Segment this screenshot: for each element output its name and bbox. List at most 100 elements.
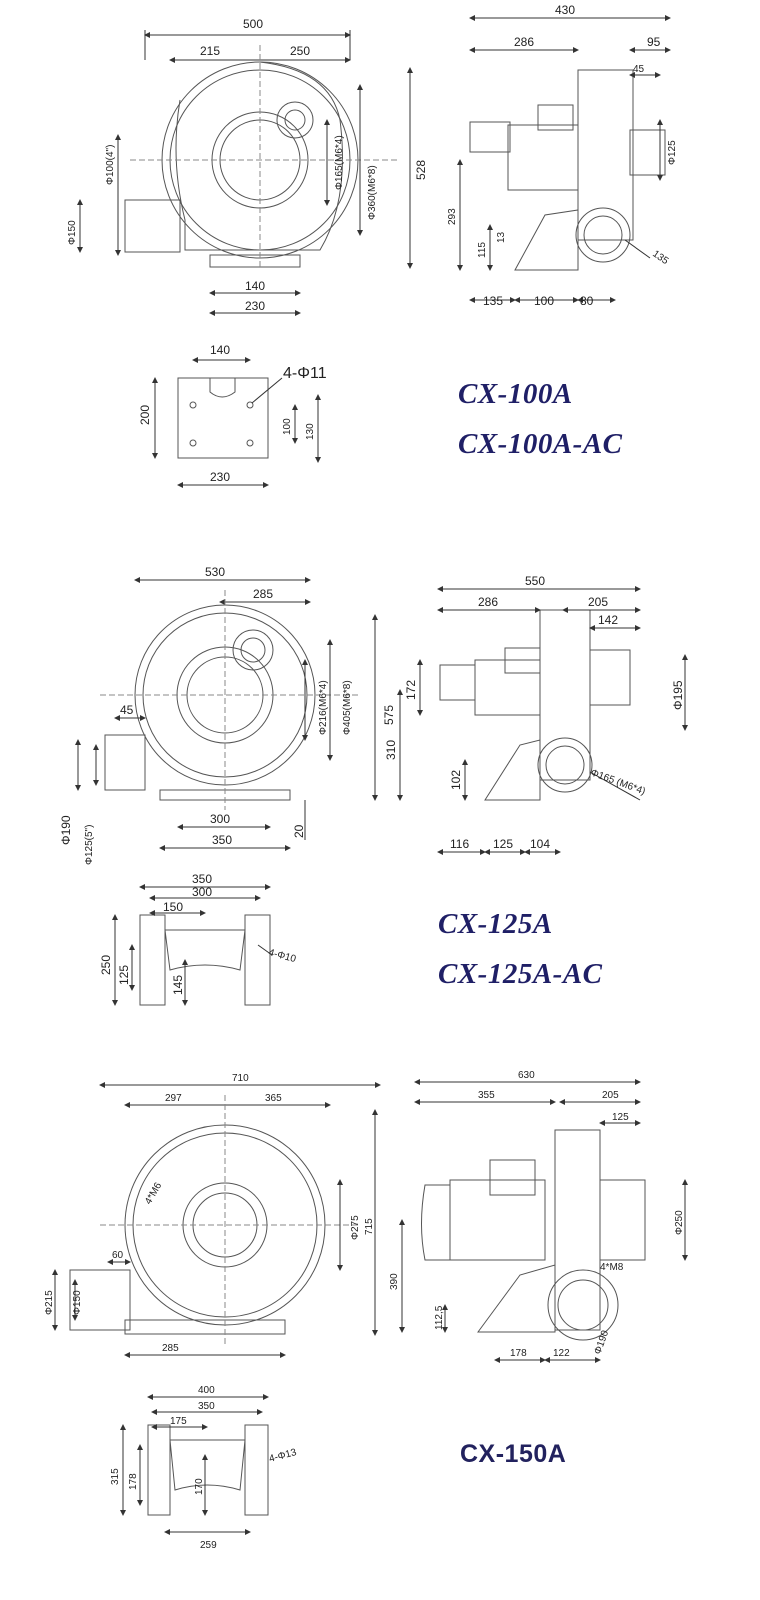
- dim-cx125-d125: Φ125(5"): [84, 825, 95, 865]
- dim-cx125-w142: 142: [598, 613, 618, 627]
- dim-cx100-w95: 95: [647, 35, 661, 49]
- dim-cx125-w286: 286: [478, 595, 498, 609]
- dim-cx100-w430: 430: [555, 3, 575, 17]
- cx100-side-view: [457, 15, 671, 303]
- cx150-front-view: [52, 1082, 381, 1358]
- model-label-cx125a-ac: CX-125A-AC: [438, 958, 603, 990]
- dim-cx100-h293: 293: [447, 208, 458, 225]
- dim-cx125-w550: 550: [525, 574, 545, 588]
- dim-cx150-b122: 122: [553, 1348, 570, 1359]
- dim-cx100-r135: 135: [650, 248, 670, 267]
- dim-cx100-b230: 230: [245, 299, 265, 313]
- dim-cx150-w297: 297: [165, 1093, 182, 1104]
- dim-cx125-d195: Φ195: [671, 680, 685, 710]
- dim-cx125-w285: 285: [253, 587, 273, 601]
- dim-cx150-h112: 112,5: [434, 1305, 445, 1330]
- dim-cx150-w125: 125: [612, 1112, 629, 1123]
- dim-cx125-h310: 310: [384, 740, 398, 760]
- dim-cx100-w250: 250: [290, 44, 310, 58]
- dim-cx125-base-w300: 300: [192, 885, 212, 899]
- dim-cx125-base-h145: 145: [171, 975, 185, 995]
- cx100-base-view: [152, 357, 321, 488]
- dim-cx150-w60: 60: [112, 1250, 124, 1261]
- dim-cx150-d250: Φ250: [674, 1210, 685, 1235]
- dim-cx125-base-w350: 350: [192, 872, 212, 886]
- dim-cx125-h172: 172: [404, 680, 418, 700]
- cx150-side-view: [399, 1079, 688, 1363]
- dim-cx100-b135: 135: [483, 294, 503, 308]
- dim-cx150-w205: 205: [602, 1090, 619, 1101]
- dim-cx100-w500: 500: [243, 17, 263, 31]
- dim-cx125-base-w150: 150: [163, 900, 183, 914]
- cx125-side-view: [397, 586, 688, 855]
- dim-cx100-b100: 100: [534, 294, 554, 308]
- dim-cx100-h115: 115: [477, 242, 488, 258]
- dim-cx125-b300: 300: [210, 812, 230, 826]
- cx125-front-dimensions: 530 285 Φ216(M6*4) Φ405(M6*8) 575 45 Φ19…: [59, 565, 396, 865]
- dim-cx125-w45: 45: [120, 703, 134, 717]
- dim-cx150-h390: 390: [389, 1273, 400, 1290]
- dim-cx125-base-holes: 4-Φ10: [267, 947, 297, 965]
- cx125-front-view: [75, 577, 378, 851]
- dim-cx125-h575: 575: [382, 705, 396, 725]
- dim-cx125-b350: 350: [212, 833, 232, 847]
- dim-cx150-d190: Φ190: [592, 1329, 611, 1356]
- dim-cx150-w365: 365: [265, 1093, 282, 1104]
- dim-cx100-base-h200: 200: [138, 405, 152, 425]
- cx150-front-dimensions: 710 297 365 4*M6 Φ275 715 60 Φ215 Φ150 2…: [44, 1073, 375, 1354]
- dim-cx150-b285: 285: [162, 1343, 179, 1354]
- cx100-front-view: [77, 30, 413, 316]
- dim-cx100-h13: 13: [496, 231, 507, 243]
- dim-cx150-base-w400: 400: [198, 1385, 215, 1396]
- dim-cx125-b116: 116: [450, 837, 469, 851]
- dim-cx150-base-w259: 259: [200, 1540, 217, 1551]
- dim-cx150-m6: 4*M6: [143, 1180, 164, 1206]
- cx150-side-dimensions: 630 355 205 125 Φ250 4*M8 390 112,5 Φ190…: [389, 1070, 685, 1359]
- dim-cx150-w355: 355: [478, 1090, 495, 1101]
- cx100-side-dimensions: 430 286 95 45 Φ125 293 13 115 135 135 10…: [447, 3, 678, 308]
- cx125-side-dimensions: 550 286 205 142 172 Φ195 310 102 Φ165 (M…: [384, 574, 685, 851]
- dim-cx125-h102: 102: [449, 770, 463, 790]
- dim-cx125-d216: Φ216(M6*4): [318, 680, 329, 735]
- cx100-base-dimensions: 140 4-Φ11 200 100 130 230: [138, 343, 327, 484]
- dim-cx125-h20: 20: [292, 824, 306, 838]
- model-label-cx150a: CX-150A: [460, 1440, 567, 1468]
- dim-cx100-base-w230: 230: [210, 470, 230, 484]
- dim-cx125-w205: 205: [588, 595, 608, 609]
- dim-cx125-w530: 530: [205, 565, 225, 579]
- dim-cx100-base-holes: 4-Φ11: [283, 365, 327, 382]
- dim-cx100-w286: 286: [514, 35, 534, 49]
- dim-cx125-d190: Φ190: [59, 815, 73, 845]
- dim-cx150-base-h315: 315: [110, 1468, 121, 1485]
- cx125-base-view: [112, 884, 273, 1006]
- dim-cx150-base-h178: 178: [128, 1473, 139, 1490]
- dim-cx150-m8: 4*M8: [600, 1262, 624, 1273]
- dim-cx100-b80: 80: [580, 294, 594, 308]
- dim-cx125-b104: 104: [530, 837, 550, 851]
- dim-cx100-w45: 45: [633, 64, 645, 75]
- dim-cx150-d275: Φ275: [350, 1215, 361, 1240]
- cx150-base-view: [120, 1394, 269, 1535]
- dim-cx100-b140: 140: [245, 279, 265, 293]
- dim-cx100-d125: Φ125: [667, 140, 678, 165]
- dim-cx125-b125: 125: [493, 837, 513, 851]
- dim-cx150-d215: Φ215: [44, 1290, 55, 1315]
- dim-cx125-base-h250: 250: [99, 955, 113, 975]
- dim-cx150-d150: Φ150: [72, 1290, 83, 1315]
- cx100-front-dimensions: 500 215 250 Φ100(4") Φ165(M6*4) Φ360(M6*…: [67, 17, 428, 313]
- dim-cx100-base-w140: 140: [210, 343, 230, 357]
- model-label-cx100a: CX-100A: [458, 378, 573, 410]
- model-label-cx125a: CX-125A: [438, 908, 553, 940]
- dim-cx100-d100: Φ100(4"): [105, 145, 116, 185]
- dim-cx100-base-h100: 100: [282, 418, 293, 435]
- dim-cx100-d360: Φ360(M6*8): [367, 165, 378, 220]
- dim-cx100-d150: Φ150: [67, 220, 78, 245]
- dim-cx100-h528: 528: [414, 160, 428, 180]
- dim-cx150-w630: 630: [518, 1070, 535, 1081]
- model-label-cx100a-ac: CX-100A-AC: [458, 428, 623, 460]
- cx150-base-dimensions: 400 350 175 315 178 170 4-Φ13 259: [110, 1385, 298, 1551]
- dim-cx125-d405: Φ405(M6*8): [342, 680, 353, 735]
- dim-cx100-d165: Φ165(M6*4): [334, 135, 345, 190]
- cx125-base-dimensions: 350 300 150 250 125 145 4-Φ10: [99, 872, 298, 995]
